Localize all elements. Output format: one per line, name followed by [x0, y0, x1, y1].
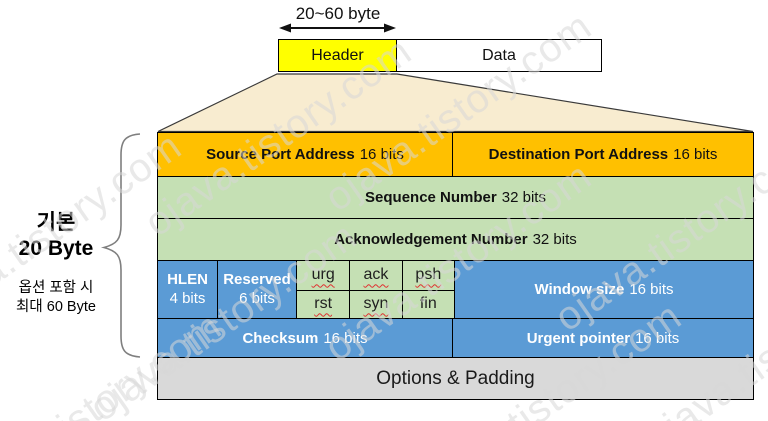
flag-label: ack [363, 266, 389, 284]
acknowledgement-number-row: Acknowledgement Number 32 bits [158, 218, 753, 260]
field-size: 16 bits [673, 146, 718, 163]
tcp-header-table: Source Port Address 16 bits Destination … [157, 132, 754, 400]
field-size: 32 bits [501, 189, 546, 206]
field-checksum: Checksum 16 bits [158, 319, 453, 357]
basic-size-brace [100, 133, 141, 358]
field-size: 16 bits [629, 281, 674, 298]
field-options-padding: Options & Padding [158, 358, 753, 399]
field-name: Urgent pointer [526, 329, 631, 347]
option-size-line2: 최대 60 Byte [16, 299, 96, 316]
field-size: 4 bits [169, 289, 206, 307]
ports-row: Source Port Address 16 bits Destination … [158, 133, 753, 176]
funnel-shape [157, 73, 754, 133]
flag-syn: syn [349, 289, 402, 318]
field-name: Window size [534, 281, 625, 298]
flag-rst: rst [297, 289, 350, 319]
basic-size-line2: 20 Byte [18, 237, 94, 261]
field-size: 6 bits [239, 289, 275, 307]
control-flags-grid: urg ack psh rst syn fin [297, 261, 455, 318]
flag-urg: urg [297, 261, 349, 290]
field-size: 16 bits [359, 146, 404, 163]
field-destination-port-address: Destination Port Address 16 bits [453, 133, 753, 176]
field-hlen: HLEN 4 bits [158, 261, 218, 318]
field-size: 16 bits [323, 329, 368, 347]
field-source-port-address: Source Port Address 16 bits [158, 133, 453, 176]
header-segment-label: Header [311, 46, 364, 64]
flag-label: fin [419, 295, 437, 313]
field-name: HLEN [167, 270, 208, 288]
checksum-row: Checksum 16 bits Urgent pointer 16 bits [158, 318, 753, 357]
field-name: Options & Padding [376, 367, 535, 389]
field-size: 16 bits [635, 329, 680, 347]
flag-psh: psh [401, 261, 454, 290]
basic-size-line1: 기본 [36, 211, 76, 234]
flag-ack: ack [349, 261, 401, 290]
header-segment-box: Header [278, 39, 397, 72]
field-sequence-number: Sequence Number 32 bits [158, 177, 753, 218]
field-name: Sequence Number [365, 189, 497, 206]
flag-label: rst [314, 295, 333, 313]
field-name: Acknowledgement Number [334, 231, 528, 248]
flag-label: syn [363, 295, 389, 313]
field-urgent-pointer: Urgent pointer 16 bits [453, 319, 753, 357]
field-size: 32 bits [532, 231, 577, 248]
field-name: Destination Port Address [488, 146, 669, 163]
field-name: Source Port Address [206, 146, 355, 163]
flag-label: psh [415, 266, 442, 284]
control-row: HLEN 4 bits Reserved 6 bits urg ack psh … [158, 260, 753, 318]
option-size-line1: 옵션 포함 시 [18, 279, 94, 296]
size-range-label: 20~60 byte [295, 4, 381, 23]
field-name: Reserved [223, 270, 291, 288]
byte-range-arrow [279, 23, 396, 33]
field-reserved: Reserved 6 bits [218, 261, 297, 318]
data-segment-box: Data [396, 39, 602, 72]
data-segment-label: Data [482, 46, 516, 64]
flag-fin: fin [401, 289, 454, 318]
field-window-size: Window size 16 bits [455, 261, 753, 318]
side-note: 기본 20 Byte 옵션 포함 시 최대 60 Byte [0, 210, 112, 318]
field-name: Checksum [242, 329, 319, 347]
options-row: Options & Padding [158, 357, 753, 399]
flag-label: urg [311, 266, 335, 284]
sequence-number-row: Sequence Number 32 bits [158, 176, 753, 218]
field-acknowledgement-number: Acknowledgement Number 32 bits [158, 219, 753, 260]
